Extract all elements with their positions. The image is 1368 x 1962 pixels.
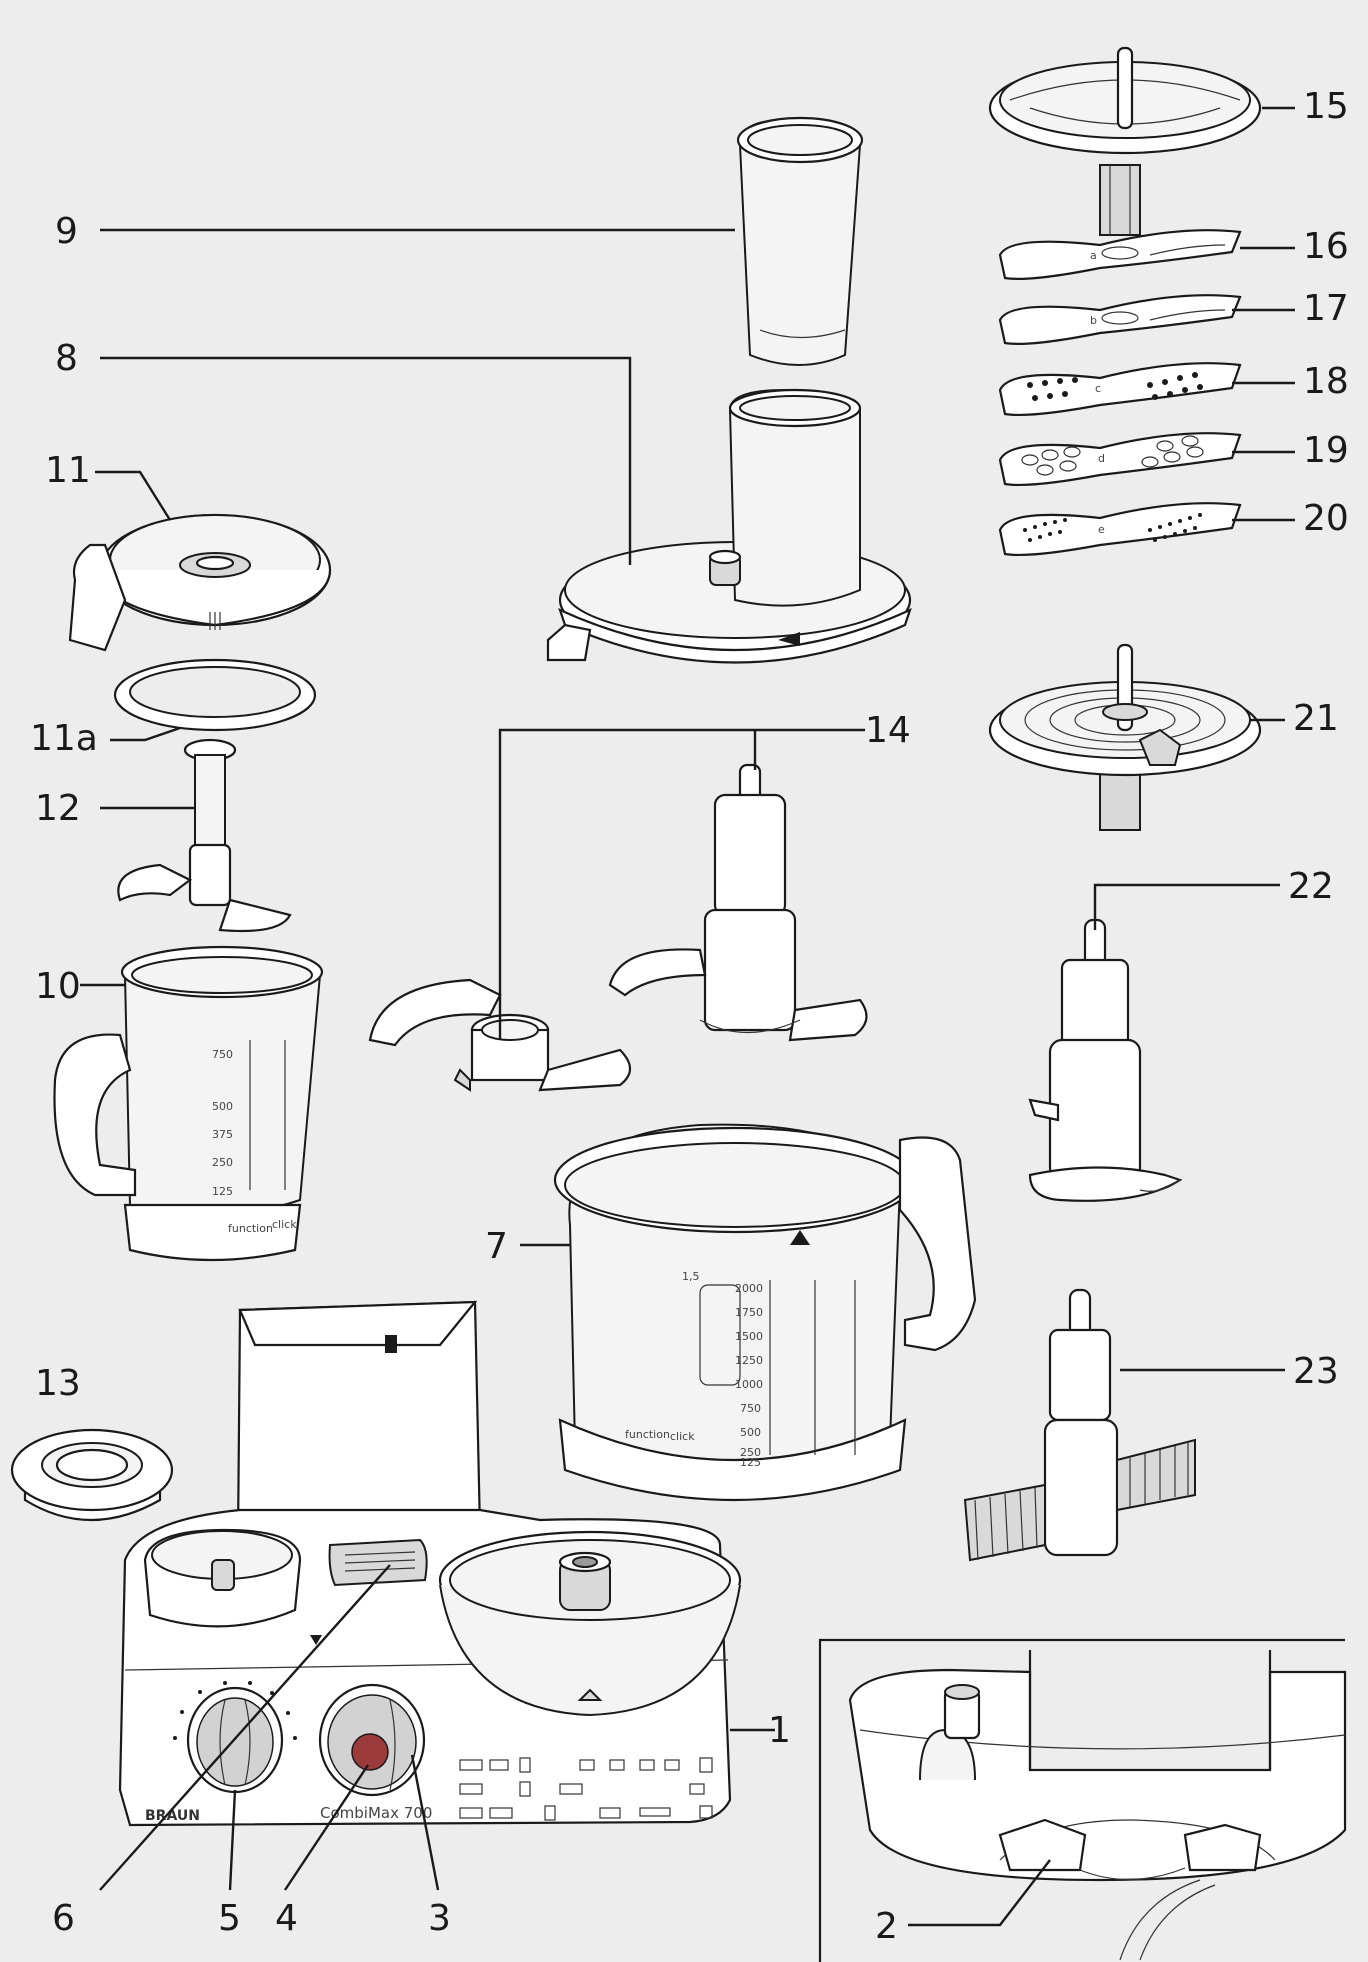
label-3: 3	[428, 1898, 451, 1939]
label-8: 8	[55, 338, 78, 379]
part-12-knife	[117, 738, 292, 933]
model-name: CombiMax 700	[320, 1804, 432, 1822]
blender-ml-500: 500	[212, 1100, 233, 1113]
detail-inset	[818, 1638, 1347, 1962]
part-numbers: 15 16 17 18 19 20 21 22 23 9 8 11 11a 12…	[30, 86, 1349, 1947]
blender-ml-375: 375	[212, 1128, 233, 1141]
label-6: 6	[52, 1898, 75, 1939]
bowl-ml-750: 750	[740, 1402, 761, 1415]
bowl-ml-1500: 1500	[735, 1330, 763, 1343]
label-22: 22	[1288, 866, 1334, 907]
part-14-knife-a	[368, 978, 632, 1092]
blender-click-mark: click	[272, 1218, 297, 1231]
label-20: 20	[1303, 498, 1349, 539]
label-19: 19	[1303, 430, 1349, 471]
label-4: 4	[275, 1898, 298, 1939]
part-16-insert: a	[998, 229, 1242, 280]
letter-d: d	[1098, 452, 1105, 465]
label-16: 16	[1303, 226, 1349, 267]
bowl-capacity-mark: 1,5	[682, 1270, 700, 1283]
blender-ml-750: 750	[212, 1048, 233, 1061]
letter-c: c	[1095, 382, 1101, 395]
letter-b: b	[1090, 314, 1097, 327]
part-21-disc	[988, 643, 1262, 831]
bowl-ml-1250: 1250	[735, 1354, 763, 1367]
part-13-cap	[10, 1428, 174, 1521]
bowl-ml-125: 125	[740, 1456, 761, 1469]
label-10: 10	[35, 966, 81, 1007]
label-9: 9	[55, 211, 78, 252]
part-22-tool	[1028, 918, 1183, 1202]
letter-a: a	[1090, 249, 1097, 262]
leader-lines	[80, 106, 1295, 1927]
label-11: 11	[45, 450, 91, 491]
part-17-insert: b	[998, 294, 1242, 345]
bowl-ml-2000: 2000	[735, 1282, 763, 1295]
label-2: 2	[875, 1906, 898, 1947]
part-7-bowl: 1,5 2000 1750 1500 1250 1000 750 500 250…	[553, 1123, 977, 1502]
label-21: 21	[1293, 698, 1339, 739]
label-5: 5	[218, 1898, 241, 1939]
bowl-ml-1750: 1750	[735, 1306, 763, 1319]
part-14-knife-b	[608, 763, 868, 1042]
part-19-insert: d	[998, 432, 1242, 487]
bowl-click-mark: click	[670, 1430, 695, 1443]
label-14: 14	[865, 710, 911, 751]
motor-unit: BRAUN CombiMax 700	[118, 1300, 742, 1827]
label-15: 15	[1303, 86, 1349, 127]
label-17: 17	[1303, 288, 1349, 329]
label-11a: 11a	[30, 718, 98, 759]
bowl-ml-1000: 1000	[735, 1378, 763, 1391]
part-11a-ring	[113, 658, 317, 732]
blender-ml-125: 125	[212, 1185, 233, 1198]
part-9-pusher	[736, 116, 864, 366]
label-12: 12	[35, 788, 81, 829]
bowl-ml-500: 500	[740, 1426, 761, 1439]
label-1: 1	[768, 1710, 791, 1751]
part-20-insert: e	[998, 502, 1242, 557]
part-18-insert: c	[998, 362, 1242, 417]
label-18: 18	[1303, 361, 1349, 402]
label-23: 23	[1293, 1351, 1339, 1392]
label-13: 13	[35, 1363, 81, 1404]
blender-ml-250: 250	[212, 1156, 233, 1169]
part-15-disc	[988, 46, 1262, 236]
part-10-jug: 750 500 375 250 125 function click	[53, 945, 324, 1262]
part-8-lid	[546, 388, 912, 664]
bowl-function-mark: function	[625, 1428, 670, 1441]
part-11-cover	[68, 513, 332, 652]
brand-logo-text: BRAUN	[145, 1808, 200, 1824]
bowl-ml-250: 250	[740, 1446, 761, 1459]
letter-e: e	[1098, 523, 1105, 536]
blender-function-mark: function	[228, 1222, 273, 1235]
part-23-tool	[963, 1288, 1196, 1562]
label-7: 7	[485, 1226, 508, 1267]
